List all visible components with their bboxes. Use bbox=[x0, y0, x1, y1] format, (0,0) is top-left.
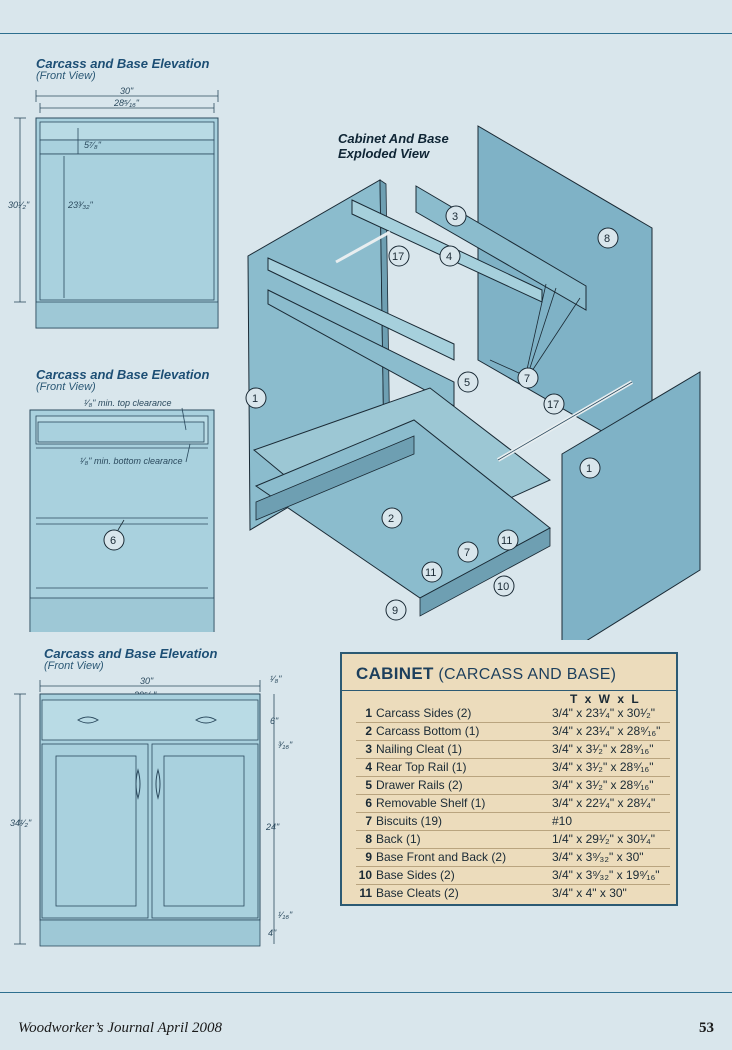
elevation-2-drawing: ¹⁄₈" min. top clearance ¹⁄₈" min. bottom… bbox=[29, 398, 215, 632]
cutlist-row: 7 Biscuits (19) #10 bbox=[342, 814, 676, 831]
svg-text:8: 8 bbox=[604, 233, 610, 245]
cutlist-column-header: T x W x L bbox=[570, 692, 641, 706]
svg-text:11: 11 bbox=[501, 535, 512, 547]
elev2-top-clearance: ¹⁄₈" min. top clearance bbox=[84, 398, 172, 408]
cutlist-title-sub: (CARCASS AND BASE) bbox=[438, 666, 617, 683]
elevation-3-title: Carcass and Base Elevation bbox=[44, 646, 218, 661]
svg-text:17: 17 bbox=[547, 399, 559, 411]
callout-7-b: 7 bbox=[457, 541, 479, 563]
cutlist-row: 11 Base Cleats (2) 3/4" x 4" x 30" bbox=[359, 886, 627, 900]
callout-11-b: 11 bbox=[421, 561, 443, 583]
callout-7-a: 7 bbox=[517, 367, 539, 389]
elev2-bottom-clearance: ¹⁄₈" min. bottom clearance bbox=[80, 456, 183, 466]
elev3-base: 4" bbox=[268, 928, 277, 938]
cutlist-rule bbox=[342, 690, 676, 691]
callout-10: 10 bbox=[493, 575, 515, 597]
cutlist-row: 6 Removable Shelf (1) 3/4" x 22¹⁄₄" x 28… bbox=[342, 796, 676, 813]
elev1-inner-width: 28⁵⁄₁₆" bbox=[113, 98, 140, 108]
cutlist-title: CABINET (CARCASS AND BASE) bbox=[356, 664, 616, 684]
elev3-drawer: 6" bbox=[270, 716, 279, 726]
top-rule bbox=[0, 33, 732, 34]
elev3-height: 34¹⁄₂" bbox=[10, 818, 32, 828]
elev1-height: 30¹⁄₂" bbox=[8, 200, 30, 210]
svg-text:7: 7 bbox=[524, 373, 530, 385]
exploded-drawing: 3 8 17 4 5 7 17 1 1 2 7 11 bbox=[245, 125, 701, 640]
svg-text:7: 7 bbox=[464, 547, 470, 559]
callout-1-a: 1 bbox=[245, 387, 267, 409]
svg-text:4: 4 bbox=[446, 251, 452, 263]
svg-text:1: 1 bbox=[586, 463, 592, 475]
elevation-2-subtitle: (Front View) bbox=[36, 381, 96, 393]
cutlist-row: 2 Carcass Bottom (1) 3/4" x 23¹⁄₄" x 28⁹… bbox=[342, 724, 676, 741]
callout-11-a: 11 bbox=[497, 529, 519, 551]
svg-text:3: 3 bbox=[452, 211, 458, 223]
callout-3: 3 bbox=[445, 205, 467, 227]
svg-text:11: 11 bbox=[425, 567, 436, 579]
cutlist-row: 8 Back (1) 1/4" x 29¹⁄₂" x 30¹⁄₄" bbox=[342, 832, 676, 849]
callout-1-b: 1 bbox=[579, 457, 601, 479]
callout-8: 8 bbox=[597, 227, 619, 249]
elev1-rail: 5⁷⁄₈" bbox=[84, 140, 102, 150]
footer-page-number: 53 bbox=[699, 1020, 714, 1036]
footer-publication: Woodworker’s Journal April 2008 bbox=[18, 1020, 223, 1036]
svg-text:17: 17 bbox=[392, 251, 404, 263]
svg-text:9: 9 bbox=[392, 605, 398, 617]
elev3-gap: ³⁄₁₆" bbox=[278, 740, 293, 750]
cutting-list: CABINET (CARCASS AND BASE) T x W x L 1 C… bbox=[340, 652, 678, 906]
exploded-title-line1: Cabinet And Base bbox=[338, 131, 449, 146]
callout-9: 9 bbox=[385, 599, 407, 621]
svg-text:2: 2 bbox=[388, 513, 394, 525]
elevation-3-subtitle: (Front View) bbox=[44, 660, 104, 672]
cutlist-row: 1 Carcass Sides (2) 3/4" x 23¹⁄₄" x 30¹⁄… bbox=[342, 706, 676, 723]
svg-text:10: 10 bbox=[497, 581, 509, 593]
elev3-outer-width: 30" bbox=[140, 676, 154, 686]
callout-4: 4 bbox=[439, 245, 461, 267]
cutlist-row: 5 Drawer Rails (2) 3/4" x 3¹⁄₂" x 28⁹⁄₁₆… bbox=[342, 778, 676, 795]
elevation-1-drawing: 30" 28⁵⁄₁₆" 30¹⁄₂" 5⁷⁄₈" 23³⁄₃₂" bbox=[8, 86, 219, 329]
elev1-opening: 23³⁄₃₂" bbox=[67, 200, 94, 210]
cutlist-title-main: CABINET bbox=[356, 664, 434, 683]
elev3-bottom-gap: ¹⁄₁₆" bbox=[278, 910, 293, 920]
bottom-rule bbox=[0, 992, 732, 993]
callout-17-b: 17 bbox=[543, 393, 565, 415]
elev1-outer-width: 30" bbox=[120, 86, 134, 96]
callout-5: 5 bbox=[457, 371, 479, 393]
exploded-title-line2: Exploded View bbox=[338, 146, 430, 161]
elev2-shelf-callout: 6 bbox=[110, 535, 116, 547]
cutlist-row: 10 Base Sides (2) 3/4" x 3⁹⁄₃₂" x 19⁹⁄₁₆… bbox=[342, 868, 676, 885]
exploded-title: Cabinet And Base Exploded View bbox=[338, 131, 449, 161]
elev3-doors: 24" bbox=[265, 822, 280, 832]
cutlist-row: 3 Nailing Cleat (1) 3/4" x 3¹⁄₂" x 28⁹⁄₁… bbox=[342, 742, 676, 759]
cutlist-row: 9 Base Front and Back (2) 3/4" x 3⁹⁄₃₂" … bbox=[342, 850, 676, 867]
elevation-1-subtitle: (Front View) bbox=[36, 70, 96, 82]
svg-text:1: 1 bbox=[252, 393, 258, 405]
elevation-3-drawing: 30" 29⁵⁄₈" 34¹⁄₂" ¹⁄₈" 6" ³⁄₁₆" 24" ¹⁄₁₆… bbox=[10, 674, 293, 947]
callout-17-a: 17 bbox=[388, 245, 410, 267]
elev3-top-gap: ¹⁄₈" bbox=[270, 674, 282, 684]
elevation-1-title: Carcass and Base Elevation bbox=[36, 56, 210, 71]
svg-text:5: 5 bbox=[464, 377, 470, 389]
callout-2: 2 bbox=[381, 507, 403, 529]
cutlist-row: 4 Rear Top Rail (1) 3/4" x 3¹⁄₂" x 28⁹⁄₁… bbox=[342, 760, 676, 777]
elevation-2-title: Carcass and Base Elevation bbox=[36, 367, 210, 382]
